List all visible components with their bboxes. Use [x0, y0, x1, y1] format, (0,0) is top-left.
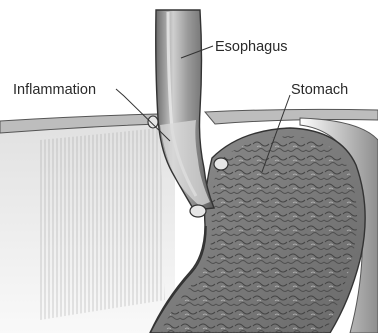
junction-fold [214, 158, 228, 170]
esophagus-label: Esophagus [215, 39, 288, 55]
diaphragm-knot [148, 116, 158, 128]
lower-sphincter-left [190, 205, 206, 217]
cavity-stripes [40, 128, 165, 320]
inflammation-label: Inflammation [13, 82, 96, 98]
stomach-label: Stomach [291, 82, 348, 98]
